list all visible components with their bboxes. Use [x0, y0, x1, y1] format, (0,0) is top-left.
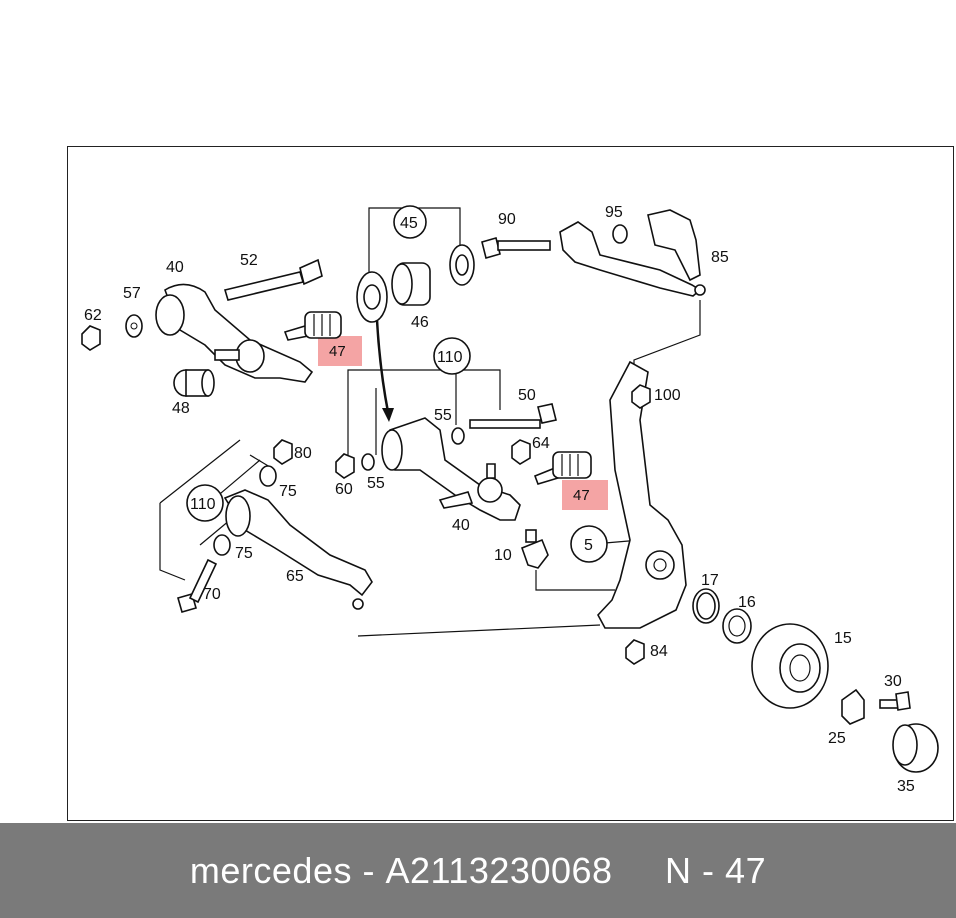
callout-circle-110-top: [433, 337, 471, 375]
label-15: 15: [834, 630, 852, 647]
nut-84: [625, 639, 645, 665]
washer-75: [213, 465, 277, 556]
label-57: 57: [123, 285, 141, 302]
ball-joint-10: [520, 529, 549, 569]
part-info-footer: mercedes - A2113230068 N - 47: [0, 823, 956, 918]
position-number: 47: [725, 849, 767, 891]
callout-circle-110-left: [186, 484, 224, 522]
nut-62: [81, 325, 101, 351]
label-48: 48: [172, 400, 190, 417]
brand-name: mercedes: [189, 849, 352, 891]
bushing-set-45-46: [356, 244, 475, 323]
label-100: 100: [654, 387, 681, 404]
bearing-16: [722, 608, 752, 644]
callout-circle-45: [393, 205, 427, 239]
label-90: 90: [498, 211, 516, 228]
label-50: 50: [518, 387, 536, 404]
label-25: 25: [828, 730, 846, 747]
parts-diagram-frame: [67, 146, 954, 821]
label-75-top: 75: [279, 483, 297, 500]
label-46: 46: [411, 314, 429, 331]
label-70: 70: [203, 586, 221, 603]
control-arm-40-upper: [155, 283, 314, 383]
bolt-50: [469, 403, 557, 429]
upper-wishbone-85: [559, 209, 706, 297]
label-5: 5: [584, 537, 593, 554]
label-30: 30: [884, 673, 902, 690]
bolt-30: [879, 691, 911, 711]
separator: -: [351, 849, 386, 891]
bushing-48: [173, 369, 215, 397]
label-35: 35: [897, 778, 915, 795]
callout-circle-5: [570, 525, 608, 563]
wheel-hub-15: [751, 623, 829, 709]
seal-ring-17: [692, 588, 720, 624]
front-suspension-exploded-diagram: 40 52 57 62 47 48 45 46 90 95 85 110 50 …: [81, 204, 939, 795]
label-55-top: 55: [434, 407, 452, 424]
bolt-52: [223, 258, 323, 301]
steering-knuckle: [597, 360, 687, 629]
control-arm-65: [223, 489, 373, 610]
label-110-left: 110: [190, 496, 216, 513]
label-47-upper: 47: [329, 343, 346, 360]
label-40-lower: 40: [452, 517, 470, 534]
label-80: 80: [294, 445, 312, 462]
label-45: 45: [400, 215, 418, 232]
ball-joint-47-upper: [283, 311, 342, 341]
grease-cap-35: [892, 723, 939, 773]
label-52: 52: [240, 252, 258, 269]
washer-55: [361, 427, 465, 471]
washer-95: [612, 224, 628, 244]
highlight-47-lower: [562, 480, 608, 510]
label-75-bottom: 75: [235, 545, 253, 562]
part-number: A2113230068: [385, 849, 613, 891]
label-62: 62: [84, 307, 102, 324]
label-60: 60: [335, 481, 353, 498]
bolt-70: [177, 558, 218, 613]
label-17: 17: [701, 572, 719, 589]
nut-64: [511, 439, 531, 465]
nut-60: [335, 453, 355, 479]
position-prefix: N: [665, 849, 692, 891]
clamp-25: [841, 688, 865, 725]
label-84: 84: [650, 643, 668, 660]
label-65: 65: [286, 568, 304, 585]
separator: -: [691, 849, 726, 891]
washer-57: [125, 314, 143, 338]
control-arm-40-lower: [381, 417, 521, 521]
label-110-top: 110: [437, 349, 463, 366]
label-85: 85: [711, 249, 729, 266]
nut-80: [273, 439, 293, 465]
highlight-47-upper: [318, 336, 362, 366]
label-64: 64: [532, 435, 550, 452]
label-47-lower: 47: [573, 487, 590, 504]
label-95: 95: [605, 204, 623, 221]
bolt-90: [481, 237, 551, 259]
label-16: 16: [738, 594, 756, 611]
ball-joint-47-lower: [533, 451, 592, 485]
label-10: 10: [494, 547, 512, 564]
nut-100: [631, 384, 651, 409]
label-40-upper: 40: [166, 259, 184, 276]
spacer: [613, 850, 666, 892]
label-55-bottom: 55: [367, 475, 385, 492]
